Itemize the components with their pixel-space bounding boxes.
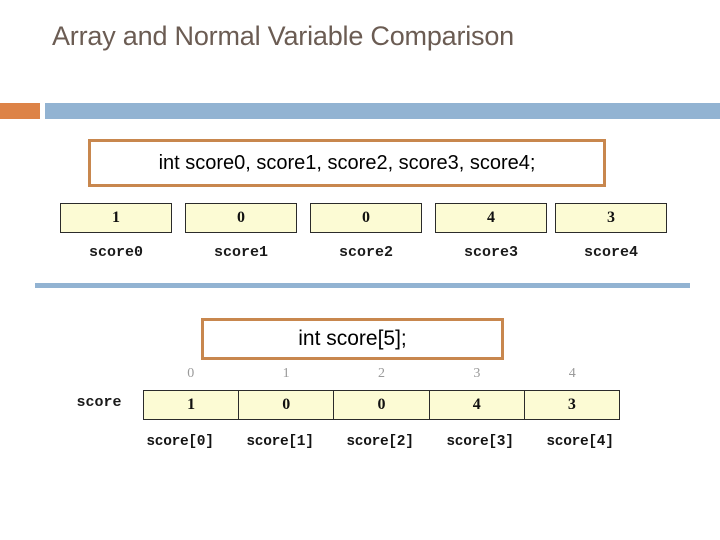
array-subscript-row: score[0] score[1] score[2] score[3] scor… [130,434,630,456]
array-index-label: 4 [568,366,576,381]
array-cell-row: 1 0 0 4 3 [143,390,620,420]
array-index-label: 0 [187,366,195,381]
variable-cell-score4: 3 score4 [555,203,667,261]
header-accent-bar [45,103,720,119]
array-index-label: 2 [377,366,385,381]
variable-name-label: score3 [463,244,518,261]
array-cell: 1 [144,391,240,419]
normal-variable-declaration-text: int score0, score1, score2, score3, scor… [158,152,536,174]
array-subscript-label: score[0] [146,434,214,450]
variable-cell-score0: 1 score0 [60,203,172,261]
variable-name-label: score1 [213,244,268,261]
array-index-label: 1 [282,366,290,381]
variable-value-box: 0 [185,203,297,233]
array-declaration-text: int score[5]; [298,327,407,350]
normal-variable-row: 1 score0 0 score1 0 score2 4 score3 3 sc… [0,203,720,273]
array-subscript-label: score[3] [446,434,514,450]
variable-value-box: 3 [555,203,667,233]
variable-value-box: 4 [435,203,547,233]
variable-name-label: score2 [338,244,393,261]
array-subscript-label: score[4] [546,434,614,450]
variable-name-label: score4 [583,244,638,261]
array-index-label: 3 [473,366,481,381]
array-name-label: score [76,394,122,411]
array-index-row: 0 1 2 3 4 [143,366,620,386]
variable-cell-score3: 4 score3 [435,203,547,261]
normal-variable-declaration-callout: int score0, score1, score2, score3, scor… [88,139,606,187]
header-accent-block [0,103,40,119]
section-divider [35,283,690,288]
variable-value-box: 1 [60,203,172,233]
array-subscript-label: score[1] [246,434,314,450]
array-diagram: 0 1 2 3 4 score 1 0 0 4 3 score[0] score… [0,366,720,466]
page-title: Array and Normal Variable Comparison [52,21,514,51]
array-cell: 0 [334,391,430,419]
array-cell: 3 [567,396,576,413]
array-declaration-callout: int score[5]; [201,318,504,360]
array-cell: 4 [430,391,525,419]
array-cell: 0 [239,391,335,419]
variable-cell-score1: 0 score1 [185,203,297,261]
variable-value-box: 0 [310,203,422,233]
array-subscript-label: score[2] [346,434,414,450]
variable-name-label: score0 [88,244,143,261]
variable-cell-score2: 0 score2 [310,203,422,261]
